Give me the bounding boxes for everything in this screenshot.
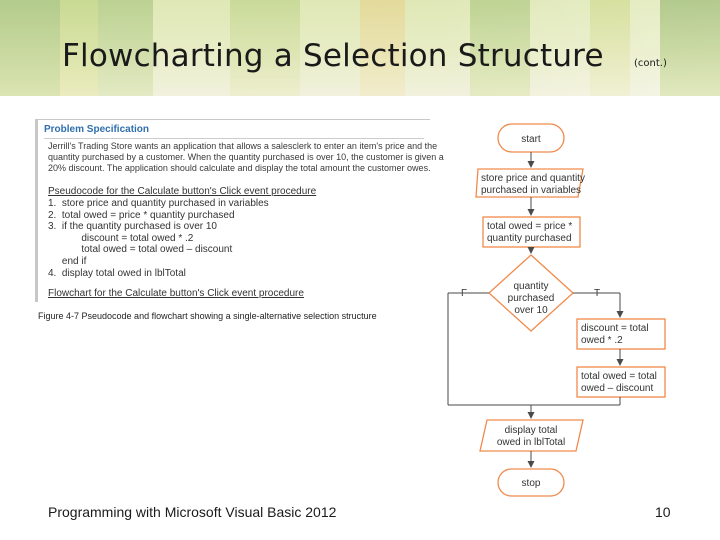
pseudocode-line: 1. store price and quantity purchased in… xyxy=(48,198,269,209)
flowchart-heading: Flowchart for the Calculate button's Cli… xyxy=(48,288,304,299)
start-label: start xyxy=(521,134,541,145)
page-number: 10 xyxy=(655,504,671,520)
slide-title: Flowcharting a Selection Structure xyxy=(62,38,604,74)
output-label: display total xyxy=(505,425,558,436)
input-parallelogram xyxy=(475,168,584,198)
spec-line: Jerrill's Trading Store wants an applica… xyxy=(48,141,438,151)
process2-label: discount = total xyxy=(581,323,649,334)
process1-label: total owed = price * xyxy=(487,221,572,232)
display-output-parallelogram xyxy=(479,419,584,452)
total-minus-discount-process xyxy=(576,366,666,398)
pseudocode-line: total owed = total owed – discount xyxy=(48,244,233,256)
header-decoration xyxy=(0,0,720,96)
discount-process xyxy=(576,318,666,350)
quantity-over-10-decision xyxy=(488,254,574,332)
pseudocode-line: 4. display total owed in lblTotal xyxy=(48,267,186,279)
title-suffix: (cont.) xyxy=(634,58,667,69)
spec-line: quantity purchased by a customer. When t… xyxy=(48,152,444,163)
input-label: purchased in variables xyxy=(481,185,581,196)
input-label: store price and quantity xyxy=(481,173,585,184)
pseudocode-line: discount = total owed * .2 xyxy=(48,232,194,244)
stop-label: stop xyxy=(522,478,541,489)
problem-specification-text: Jerrill's Trading Store wants an applica… xyxy=(48,141,444,175)
footer-text: Programming with Microsoft Visual Basic … xyxy=(48,504,337,520)
stop-terminal xyxy=(497,468,565,497)
pseudocode-list: 1. store price and quantity purchased in… xyxy=(48,198,269,279)
process2-label: owed * .2 xyxy=(581,335,623,346)
process3-label: total owed = total xyxy=(581,371,657,382)
pseudocode-line: 2. total owed = price * quantity purchas… xyxy=(48,209,235,221)
process1-label: quantity purchased xyxy=(487,233,572,244)
figure-panel: Problem Specification Jerrill's Trading … xyxy=(35,119,444,302)
output-label: owed in lblTotal xyxy=(497,437,565,448)
spec-line: 20% discount. The application should cal… xyxy=(48,163,431,174)
problem-specification-heading: Problem Specification xyxy=(44,124,150,135)
decision-label: over 10 xyxy=(514,305,548,316)
decision-label: purchased xyxy=(508,293,555,304)
process3-label: owed – discount xyxy=(581,383,653,394)
figure-caption: Figure 4-7 Pseudocode and flowchart show… xyxy=(38,311,377,321)
pseudocode-line: end if xyxy=(48,255,87,267)
decision-label: quantity xyxy=(513,281,548,292)
pseudocode-line: 3. if the quantity purchased is over 10 xyxy=(48,221,217,233)
pseudocode-heading: Pseudocode for the Calculate button's Cl… xyxy=(48,186,317,197)
flowchart-diagram: start store price and quantity purchased… xyxy=(447,123,666,497)
